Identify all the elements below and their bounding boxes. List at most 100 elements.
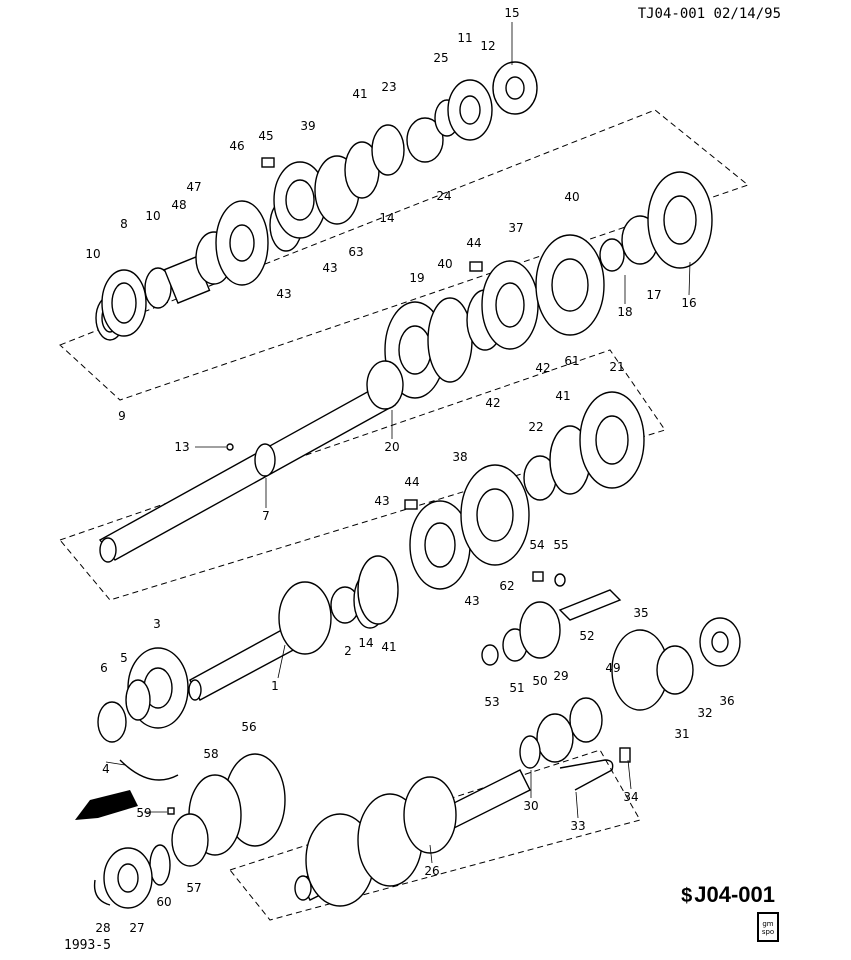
callout: 43: [276, 287, 291, 301]
callout: 9: [118, 409, 126, 423]
callout: 45: [258, 129, 273, 143]
callout: 5: [120, 651, 128, 665]
callout: 43: [464, 594, 479, 608]
callout: 2: [344, 644, 352, 658]
catalog-code: $J04-001: [681, 882, 775, 908]
part-29-bearing: [536, 713, 574, 763]
reverse-assembly: [481, 571, 741, 791]
callout: 16: [681, 296, 696, 310]
diagram-reference-code: TJ04-001 02/14/95: [637, 6, 781, 22]
callout-labels: 1 2 3 4 5 6 7 8 9 10 10 11 12 13 14 14 1…: [85, 6, 734, 935]
callout: 11: [457, 31, 472, 45]
part-57-ring: [171, 813, 209, 867]
callout: 27: [129, 921, 144, 935]
callout: 14: [379, 211, 394, 225]
callout: 18: [617, 305, 632, 319]
part-55-washer: [554, 573, 566, 587]
callout: 3: [153, 617, 161, 631]
part-23-ring: [371, 124, 405, 176]
part-34-bolt: [619, 747, 631, 763]
callout: 17: [646, 288, 661, 302]
callout: 54: [529, 538, 544, 552]
part-44-key-b: [404, 499, 418, 510]
callout: 36: [719, 694, 734, 708]
callout: 43: [322, 261, 337, 275]
callout: 40: [437, 257, 452, 271]
part-49-gear: [569, 697, 603, 743]
callout: 52: [579, 629, 594, 643]
callout: 44: [404, 475, 419, 489]
middle-mainshaft: [98, 360, 645, 590]
callout: 25: [433, 51, 448, 65]
bottom-countershaft: [93, 753, 531, 909]
callout: 43: [374, 494, 389, 508]
part-59-pin: [167, 807, 175, 815]
callout: 61: [564, 354, 579, 368]
dollar-logo-icon: $: [681, 885, 693, 907]
callout: 10: [85, 247, 100, 261]
callout: 41: [352, 87, 367, 101]
badge-line-2: spo: [761, 928, 775, 936]
middle-panel-outline: [59, 349, 666, 601]
callout: 48: [171, 198, 186, 212]
part-18-spacer: [599, 238, 625, 272]
callout: 8: [120, 217, 128, 231]
callout: 62: [499, 579, 514, 593]
callout: 57: [186, 881, 201, 895]
part-45-key: [261, 157, 275, 168]
part-60-ring: [149, 844, 171, 886]
part-4-snapring: [119, 759, 179, 781]
part-41-ring-c: [357, 555, 399, 625]
callout: 21: [609, 360, 624, 374]
callout: 59: [136, 806, 151, 820]
upper-panel-outline: [59, 109, 750, 401]
callout: 12: [480, 39, 495, 53]
callout: 4: [102, 762, 110, 776]
part-5-ring: [125, 679, 151, 721]
gm-spo-badge-icon: gm spo: [757, 912, 779, 942]
part-24-bearing: [406, 117, 444, 163]
callout: 40: [564, 190, 579, 204]
callout: 44: [466, 236, 481, 250]
callout: 10: [145, 209, 160, 223]
lower-panel-outline: [229, 749, 641, 921]
callout: 50: [532, 674, 547, 688]
callout: 37: [508, 221, 523, 235]
badge-line-1: gm: [762, 920, 774, 928]
callout: 15: [504, 6, 519, 20]
callout: 14: [358, 636, 373, 650]
callout: 6: [100, 661, 108, 675]
callout: 20: [384, 440, 399, 454]
callout: 35: [633, 606, 648, 620]
panel-outlines: [59, 109, 750, 921]
callout: 34: [623, 790, 638, 804]
callout: 55: [553, 538, 568, 552]
callout: 41: [555, 389, 570, 403]
part-53-washer: [481, 644, 499, 666]
part-31-bearing: [656, 645, 694, 695]
callout: 13: [174, 440, 189, 454]
callout: 32: [697, 706, 712, 720]
callout: 41: [381, 640, 396, 654]
callout: 33: [570, 819, 585, 833]
upper-right-assembly: [384, 171, 713, 399]
callout: 29: [553, 669, 568, 683]
callout: 63: [348, 245, 363, 259]
callout: 1: [271, 679, 279, 693]
callout: 60: [156, 895, 171, 909]
callout: 56: [241, 720, 256, 734]
part-28-snapring: [93, 879, 111, 906]
callout: 7: [262, 509, 270, 523]
callout: 23: [381, 80, 396, 94]
input-shaft-assembly: [97, 555, 399, 781]
part-6-washer: [97, 701, 127, 743]
fwd-arrow-icon: [75, 790, 138, 820]
part-30-ring: [519, 735, 541, 769]
upper-shaft-assembly: [95, 61, 538, 341]
callout: 22: [528, 420, 543, 434]
part-10-washer: [144, 267, 172, 309]
callout: 26: [424, 864, 439, 878]
mainshaft-body: [98, 384, 397, 561]
callout: 46: [229, 139, 244, 153]
callout: 53: [484, 695, 499, 709]
